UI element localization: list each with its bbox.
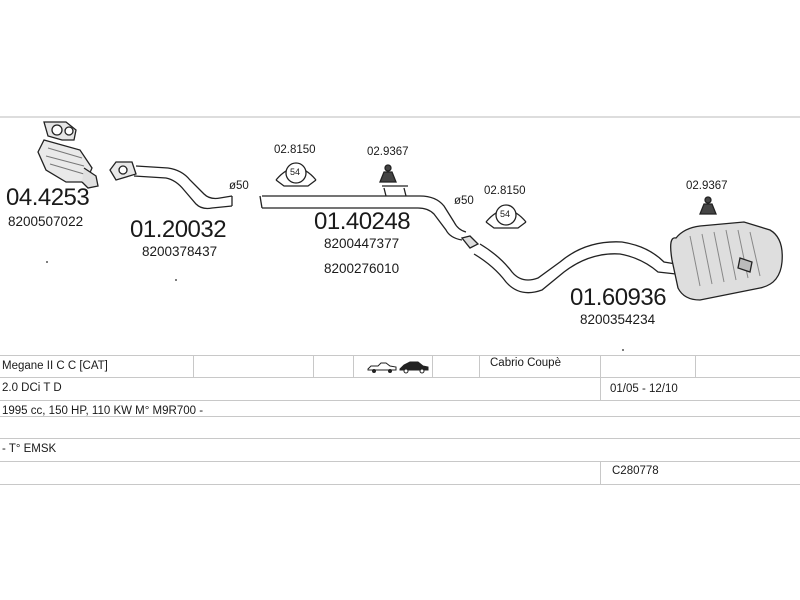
- small-part-number[interactable]: 02.9367: [367, 146, 409, 158]
- part-number-01-60936[interactable]: 01.60936: [570, 284, 667, 311]
- middle-pipe: [259, 185, 467, 241]
- hanger-left: [379, 164, 397, 183]
- notes: - T° EMSK: [2, 443, 57, 455]
- table-divider: [353, 355, 354, 377]
- table-divider: [313, 355, 314, 377]
- diameter-label: ø50: [454, 195, 474, 207]
- engine: 2.0 DCi T D: [2, 382, 62, 394]
- small-part-number[interactable]: 02.9367: [686, 180, 728, 192]
- coupe-car-icon: [399, 361, 429, 374]
- table-divider: [0, 416, 800, 417]
- clamp-code-right: 54: [500, 209, 511, 219]
- oe-number: 8200447377: [324, 236, 400, 251]
- oe-number: 8200507022: [8, 214, 84, 229]
- table-divider: [479, 355, 480, 377]
- oe-number: 8200378437: [142, 244, 218, 259]
- part-number-01-20032[interactable]: 01.20032: [130, 216, 227, 243]
- clamp-code-left: 54: [290, 167, 301, 177]
- body-type: Cabrio Coupè: [490, 357, 561, 369]
- oe-number: 8200354234: [580, 312, 656, 327]
- catalog-code: C280778: [612, 465, 659, 477]
- production-years: 01/05 - 12/10: [610, 383, 678, 395]
- table-divider: [0, 461, 800, 462]
- oe-number: 8200276010: [324, 261, 400, 276]
- small-part-number[interactable]: 02.8150: [484, 185, 526, 197]
- vehicle-model: Megane II C C [CAT]: [2, 360, 108, 372]
- convertible-car-icon: [367, 362, 397, 373]
- table-divider: [0, 377, 800, 378]
- table-divider: [695, 355, 696, 377]
- table-divider: [0, 484, 800, 485]
- clamp-54-right: [485, 204, 527, 229]
- part-number-04-4253[interactable]: 04.4253: [6, 184, 90, 211]
- clamp-54-left: [275, 162, 317, 187]
- table-divider: [0, 400, 800, 401]
- table-divider: [0, 355, 800, 356]
- front-pipe: [109, 161, 233, 210]
- diameter-label: ø50: [229, 180, 249, 192]
- small-part-number[interactable]: 02.8150: [274, 144, 316, 156]
- rear-silencer-pipe: [460, 221, 783, 301]
- engine-spec: 1995 cc, 150 HP, 110 KW M° M9R700 -: [2, 405, 204, 417]
- hanger-right: [699, 196, 717, 215]
- table-divider: [193, 355, 194, 377]
- catalytic-converter: [37, 121, 99, 189]
- table-divider: [600, 355, 601, 400]
- table-divider: [600, 461, 601, 484]
- table-divider: [0, 438, 800, 439]
- part-number-01-40248[interactable]: 01.40248: [314, 208, 411, 235]
- table-divider: [432, 355, 433, 377]
